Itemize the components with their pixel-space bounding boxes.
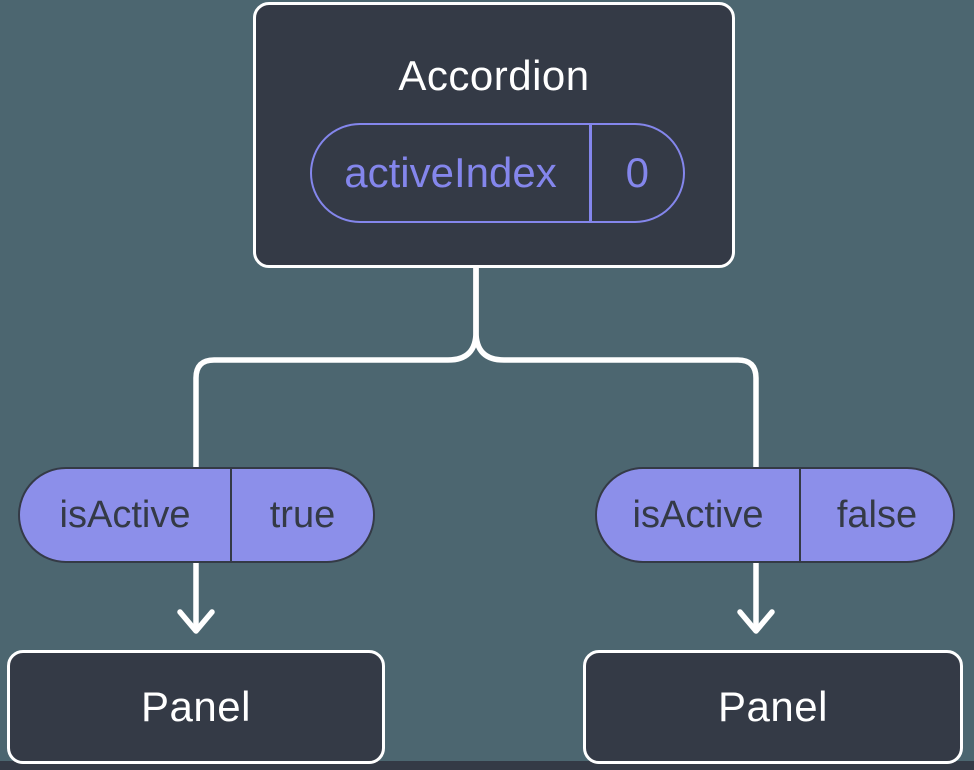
arrow-down-icon	[177, 609, 215, 634]
pill-divider	[230, 469, 232, 561]
pill-divider	[589, 125, 592, 221]
panel-node-title: Panel	[141, 683, 251, 730]
accordion-node-title: Accordion	[398, 52, 590, 99]
state-pill-label: isActive	[632, 493, 764, 536]
bottom-section-edge	[0, 761, 974, 770]
accordion-node: Accordion activeIndex 0	[253, 2, 735, 268]
state-pill-isactive-true: isActive true	[18, 467, 375, 563]
pill-divider	[799, 469, 801, 561]
state-pill-label: isActive	[59, 493, 191, 536]
connector-line-right	[473, 266, 759, 628]
panel-node-left: Panel	[7, 650, 385, 764]
state-pill-isactive-false: isActive false	[595, 467, 955, 563]
state-pill-label: activeIndex	[344, 149, 557, 196]
panel-node-right: Panel	[583, 650, 963, 764]
state-pill-activeindex: activeIndex 0	[310, 123, 685, 223]
panel-node-title: Panel	[718, 683, 828, 730]
state-pill-value: false	[836, 493, 918, 536]
arrow-down-icon	[737, 609, 775, 634]
state-pill-value: 0	[625, 149, 649, 196]
state-pill-value: true	[269, 493, 336, 536]
connector-line-left	[193, 266, 479, 628]
